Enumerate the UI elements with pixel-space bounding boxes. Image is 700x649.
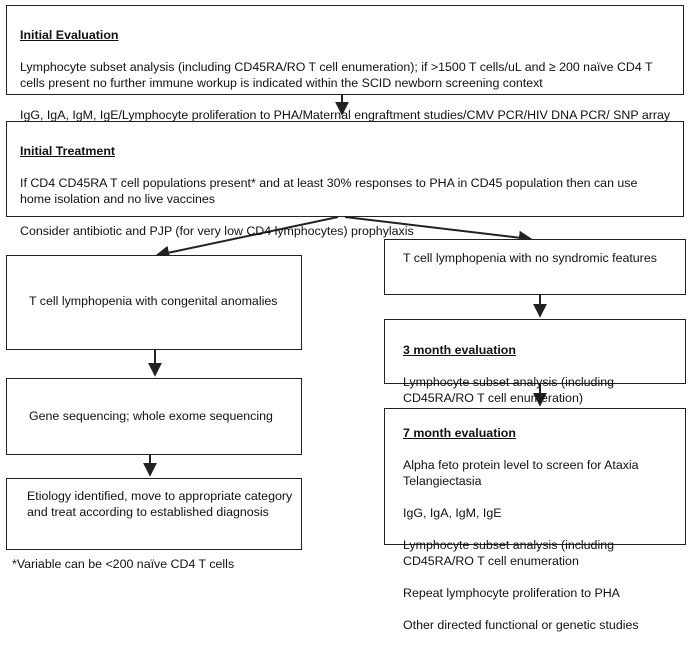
gene-sequencing-text: Gene sequencing; whole exome sequencing	[29, 409, 273, 423]
three-month-title: 3 month evaluation	[403, 343, 516, 357]
no-syndromic-box: T cell lymphopenia with no syndromic fea…	[384, 239, 686, 295]
congenital-anomalies-text: T cell lymphopenia with congenital anoma…	[29, 294, 278, 308]
gene-sequencing-box: Gene sequencing; whole exome sequencing	[6, 378, 302, 455]
seven-month-line: Repeat lymphocyte proliferation to PHA	[403, 586, 620, 600]
etiology-box: Etiology identified, move to appropriate…	[6, 478, 302, 550]
arrow-treatment-to-left	[155, 216, 339, 260]
initial-evaluation-box: Initial Evaluation Lymphocyte subset ana…	[6, 5, 684, 138]
initial-treatment-line: If CD4 CD45RA T cell populations present…	[20, 176, 638, 206]
initial-evaluation-title: Initial Evaluation	[20, 28, 119, 42]
flow-arrows	[143, 94, 547, 477]
initial-treatment-box: Initial Treatment If CD4 CD45RA T cell p…	[6, 121, 684, 270]
seven-month-line: Other directed functional or genetic stu…	[403, 618, 639, 632]
initial-treatment-line: Consider antibiotic and PJP (for very lo…	[20, 224, 414, 238]
congenital-anomalies-box: T cell lymphopenia with congenital anoma…	[6, 255, 302, 350]
initial-treatment-title: Initial Treatment	[20, 144, 116, 158]
three-month-evaluation-box: 3 month evaluation Lymphocyte subset ana…	[384, 319, 686, 405]
three-month-line: Lymphocyte subset analysis (including CD…	[403, 375, 614, 405]
seven-month-line: Lymphocyte subset analysis (including CD…	[403, 538, 614, 568]
footnote: *Variable can be <200 naïve CD4 T cells	[12, 557, 235, 571]
seven-month-line: Alpha feto protein level to screen for A…	[403, 458, 639, 488]
initial-evaluation-line: IgG, IgA, IgM, IgE/Lymphocyte proliferat…	[20, 108, 671, 138]
seven-month-title: 7 month evaluation	[403, 426, 516, 440]
seven-month-line: IgG, IgA, IgM, IgE	[403, 506, 502, 520]
no-syndromic-text: T cell lymphopenia with no syndromic fea…	[403, 251, 657, 265]
initial-evaluation-line: Lymphocyte subset analysis (including CD…	[20, 60, 653, 90]
etiology-text: Etiology identified, move to appropriate…	[27, 489, 293, 519]
seven-month-evaluation-box: 7 month evaluation Alpha feto protein le…	[384, 408, 686, 632]
arrow-treatment-to-right	[344, 216, 533, 245]
